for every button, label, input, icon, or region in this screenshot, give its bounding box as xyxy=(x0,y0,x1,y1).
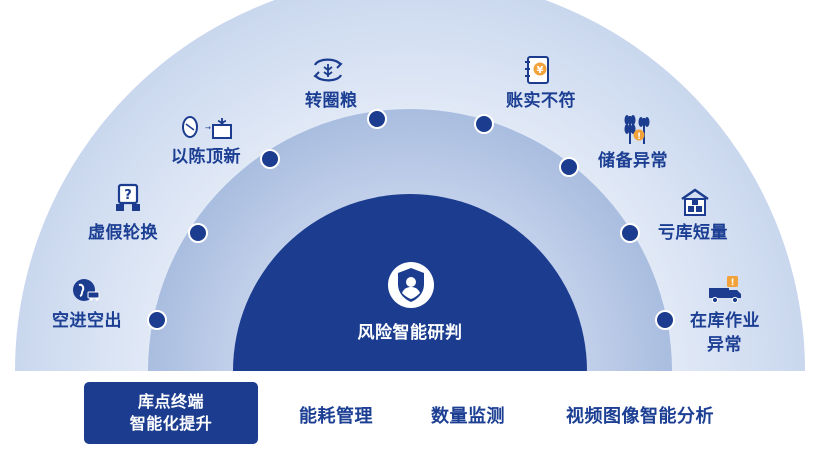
node-dot[interactable] xyxy=(367,109,387,129)
svg-text:!: ! xyxy=(730,278,734,288)
node-dot[interactable] xyxy=(620,223,640,243)
label-false-rotation: 虚假轮换 xyxy=(88,223,158,243)
svg-text:→: → xyxy=(205,124,211,132)
grain-swap-icon: → xyxy=(180,112,236,142)
node-dot[interactable] xyxy=(474,114,494,134)
node-dot[interactable] xyxy=(188,223,208,243)
svg-text:¥: ¥ xyxy=(537,65,544,76)
tab-video-analysis[interactable]: 视频图像智能分析 xyxy=(566,406,714,427)
svg-text:?: ? xyxy=(124,188,132,203)
tab-terminal-upgrade[interactable]: 库点终端 智能化提升 xyxy=(84,382,258,444)
label-circular-grain: 转圈粮 xyxy=(305,91,358,111)
tab-terminal-upgrade-line1: 库点终端 xyxy=(137,392,204,411)
tab-energy-management[interactable]: 能耗管理 xyxy=(299,406,373,427)
node-dot[interactable] xyxy=(260,149,280,169)
truck-alert-icon: ! xyxy=(707,274,745,304)
svg-text:!: ! xyxy=(637,132,641,142)
label-old-for-new: 以陈顶新 xyxy=(171,147,241,167)
node-dot[interactable] xyxy=(147,310,167,330)
cycle-grain-icon xyxy=(310,55,346,85)
label-shortage: 亏库短量 xyxy=(658,223,728,243)
label-empty-in-out: 空进空出 xyxy=(52,311,122,331)
label-reserve-abnormal: 储备异常 xyxy=(598,151,668,171)
ledger-yuan-icon: ¥ xyxy=(522,55,552,85)
question-box-icon: ? xyxy=(113,183,143,213)
label-storage-operation: 在库作业 xyxy=(690,311,760,331)
tab-terminal-upgrade-line2: 智能化提升 xyxy=(129,414,213,433)
globe-truck-icon xyxy=(71,275,101,305)
tab-quantity-monitoring[interactable]: 数量监测 xyxy=(431,406,505,427)
label-storage-operation-abnormal: 异常 xyxy=(707,335,742,355)
node-dot[interactable] xyxy=(559,157,579,177)
node-dot[interactable] xyxy=(655,310,675,330)
label-account-mismatch: 账实不符 xyxy=(506,91,576,111)
shield-user-icon xyxy=(386,260,436,310)
wheat-alert-icon: ! xyxy=(618,108,656,146)
warehouse-icon xyxy=(680,187,710,217)
center-title: 风险智能研判 xyxy=(357,323,463,343)
